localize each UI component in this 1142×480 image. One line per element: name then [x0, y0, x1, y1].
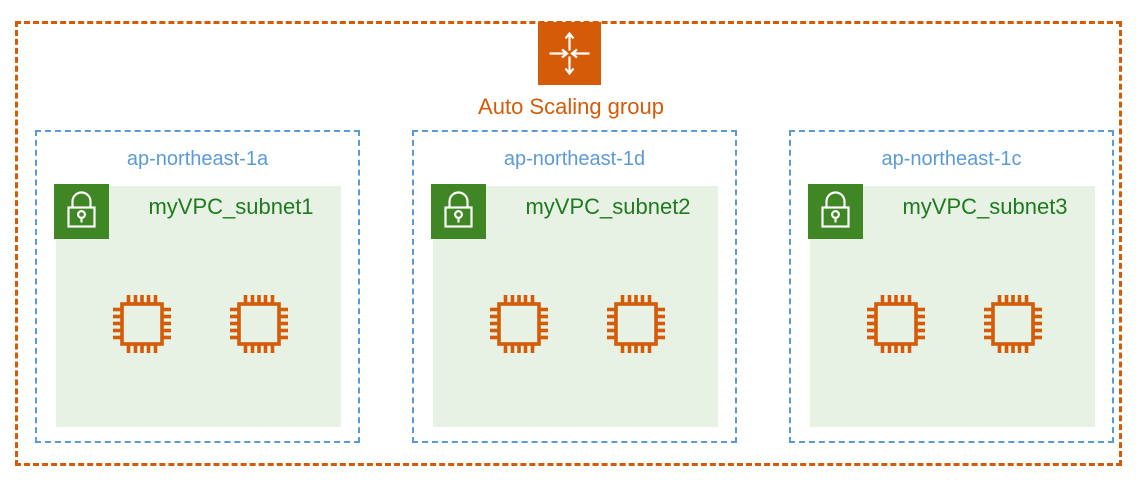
ec2-instance-chip-icon	[105, 287, 179, 361]
ec2-instance-chip-icon	[222, 287, 296, 361]
availability-zone-label: ap-northeast-1c	[881, 148, 1022, 170]
private-subnet-lock-icon	[54, 184, 109, 239]
availability-zone-2: ap-northeast-1d myVPC_subnet2	[412, 130, 737, 443]
ec2-instance-chip-icon	[482, 287, 556, 361]
instances-row	[433, 287, 718, 377]
instances-row	[56, 287, 341, 377]
ec2-instance-chip-icon	[976, 287, 1050, 361]
subnet-name-label: myVPC_subnet2	[525, 194, 691, 219]
private-subnet-lock-icon	[808, 184, 863, 239]
auto-scaling-arrows-icon	[538, 22, 601, 85]
availability-zone-label: ap-northeast-1a	[126, 148, 269, 170]
subnet-name-label: myVPC_subnet3	[902, 194, 1068, 219]
instances-row	[810, 287, 1095, 377]
availability-zone-1: ap-northeast-1a myVPC_subnet1	[35, 130, 360, 443]
private-subnet-lock-icon	[431, 184, 486, 239]
availability-zone-label: ap-northeast-1d	[503, 148, 646, 170]
availability-zone-3: ap-northeast-1c myVPC_subnet3	[789, 130, 1114, 443]
ec2-instance-chip-icon	[859, 287, 933, 361]
auto-scaling-group-label: Auto Scaling group	[478, 94, 664, 119]
ec2-instance-chip-icon	[599, 287, 673, 361]
subnet-name-label: myVPC_subnet1	[148, 194, 314, 219]
